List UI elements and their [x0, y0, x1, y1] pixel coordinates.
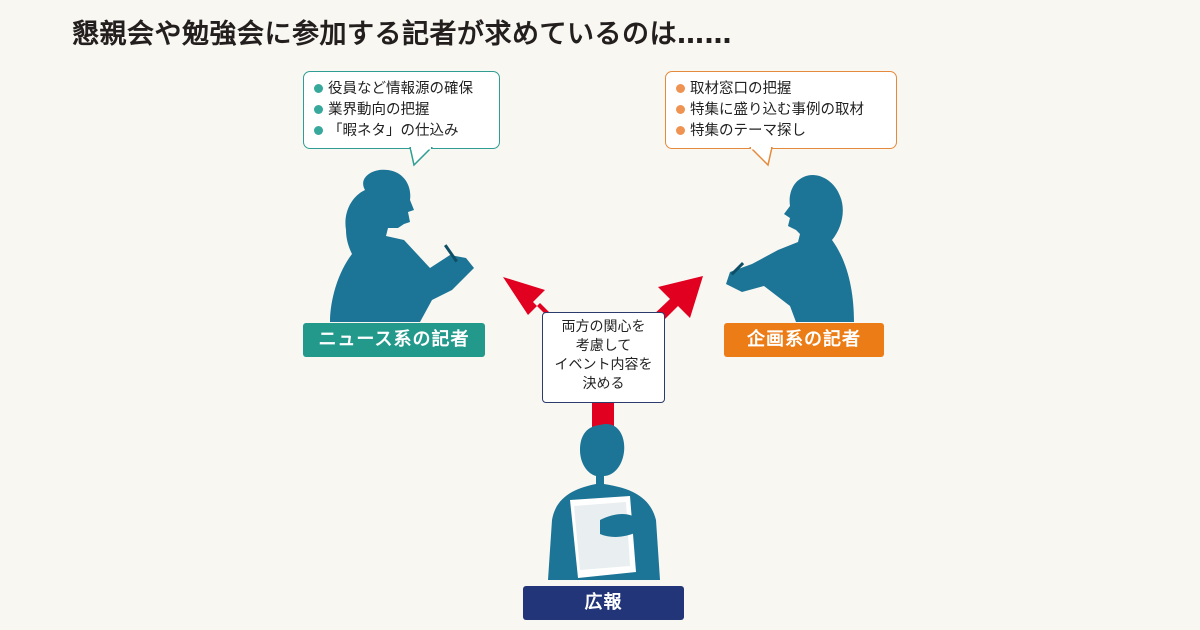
plan-bubble-tail	[748, 147, 773, 167]
pr-person-silhouette	[548, 423, 660, 580]
news-reporter-label: ニュース系の記者	[303, 323, 485, 357]
news-reporter-bubble: 役員など情報源の確保 業界動向の把握 「暇ネタ」の仕込み	[303, 71, 500, 149]
bullet-dot-icon	[314, 84, 323, 93]
plan-bubble-item: 特集のテーマ探し	[676, 121, 886, 142]
bullet-dot-icon	[676, 105, 685, 114]
bullet-dot-icon	[676, 126, 685, 135]
pr-label: 広報	[523, 586, 684, 620]
decision-line: 決める	[582, 376, 625, 392]
plan-bubble-item: 特集に盛り込む事例の取材	[676, 100, 886, 121]
arrow-stem	[592, 398, 614, 428]
bullet-dot-icon	[314, 105, 323, 114]
decision-line: 両方の関心を	[561, 319, 646, 335]
bullet-dot-icon	[314, 126, 323, 135]
news-bubble-item: 役員など情報源の確保	[314, 79, 489, 100]
news-bubble-item: 業界動向の把握	[314, 100, 489, 121]
plan-reporter-bubble: 取材窓口の把握 特集に盛り込む事例の取材 特集のテーマ探し	[665, 71, 897, 149]
page-title: 懇親会や勉強会に参加する記者が求めているのは……	[72, 19, 732, 50]
plan-bubble-item: 取材窓口の把握	[676, 79, 886, 100]
news-bubble-tail	[409, 147, 434, 167]
bullet-dot-icon	[676, 84, 685, 93]
decision-line: イベント内容を	[554, 357, 653, 373]
plan-reporter-silhouette	[726, 174, 854, 322]
decision-box: 両方の関心を 考慮して イベント内容を 決める	[542, 312, 665, 403]
news-bubble-item: 「暇ネタ」の仕込み	[314, 121, 489, 142]
news-reporter-silhouette	[330, 169, 474, 322]
decision-line: 考慮して	[575, 338, 632, 354]
plan-reporter-label: 企画系の記者	[724, 323, 884, 357]
